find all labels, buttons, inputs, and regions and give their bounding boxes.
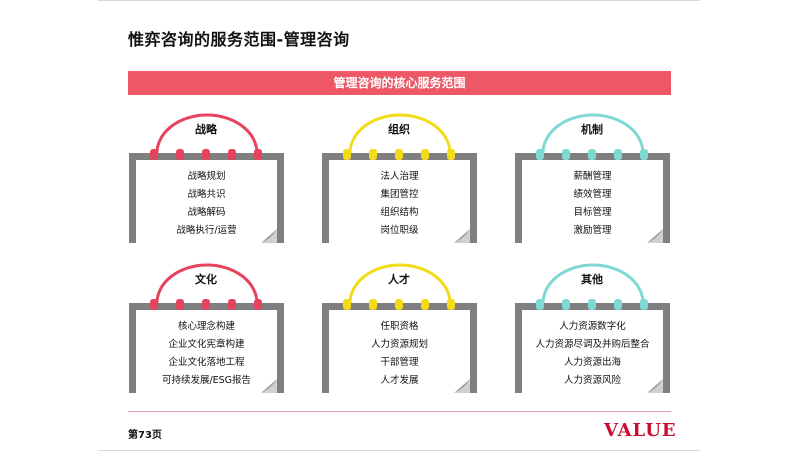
card-arch xyxy=(155,113,259,154)
card-content: 法人治理集团管控组织结构岗位职级 xyxy=(329,160,470,243)
card-item: 战略解码 xyxy=(187,207,226,218)
section-banner: 管理咨询的核心服务范围 xyxy=(128,71,671,95)
binder-pin xyxy=(176,299,184,310)
binder-pin xyxy=(447,149,455,160)
service-card: 薪酬管理绩效管理目标管理激励管理 xyxy=(515,153,670,243)
page-curl-icon xyxy=(647,229,663,243)
card-label: 人才 xyxy=(388,273,410,286)
binder-pin xyxy=(369,149,377,160)
binder-pins xyxy=(536,149,648,160)
card-item: 人力资源数字化 xyxy=(559,321,626,332)
binder-pin xyxy=(588,149,596,160)
card-arch xyxy=(155,263,259,304)
service-card: 法人治理集团管控组织结构岗位职级 xyxy=(322,153,477,243)
page-curl-icon xyxy=(454,379,470,393)
card-item: 薪酬管理 xyxy=(573,171,612,182)
card-item: 任职资格 xyxy=(380,321,419,332)
binder-pin xyxy=(536,299,544,310)
card-arch xyxy=(541,113,645,154)
binder-pin xyxy=(150,149,158,160)
binder-pins xyxy=(343,149,455,160)
binder-pin xyxy=(640,149,648,160)
card-label: 组织 xyxy=(388,123,410,136)
card-item: 企业文化落地工程 xyxy=(168,357,245,368)
card-arch xyxy=(348,263,452,304)
binder-pin xyxy=(640,299,648,310)
card-item: 可持续发展/ESG报告 xyxy=(161,375,252,386)
service-card: 战略规划战略共识战略解码战略执行/运营 xyxy=(129,153,284,243)
card-item: 人力资源风险 xyxy=(563,375,621,386)
binder-pin xyxy=(228,149,236,160)
card-content: 战略规划战略共识战略解码战略执行/运营 xyxy=(136,160,277,243)
binder-pin xyxy=(254,149,262,160)
binder-pins xyxy=(150,149,262,160)
binder-pin xyxy=(228,299,236,310)
card-item: 干部管理 xyxy=(380,357,419,368)
card-item: 战略规划 xyxy=(187,171,226,182)
binder-pin xyxy=(343,299,351,310)
card-item: 企业文化宪章构建 xyxy=(168,339,245,350)
service-card: 核心理念构建企业文化宪章构建企业文化落地工程可持续发展/ESG报告 xyxy=(129,303,284,393)
binder-pins xyxy=(150,299,262,310)
card-content: 任职资格人力资源规划干部管理人才发展 xyxy=(329,310,470,393)
binder-pin xyxy=(176,149,184,160)
service-card: 人力资源数字化人力资源尽调及并购后整合人力资源出海人力资源风险 xyxy=(515,303,670,393)
binder-pin xyxy=(588,299,596,310)
service-card: 任职资格人力资源规划干部管理人才发展 xyxy=(322,303,477,393)
page-curl-icon xyxy=(647,379,663,393)
binder-pin xyxy=(421,149,429,160)
card-content: 人力资源数字化人力资源尽调及并购后整合人力资源出海人力资源风险 xyxy=(522,310,663,393)
card-item: 核心理念构建 xyxy=(177,321,235,332)
binder-pin xyxy=(614,299,622,310)
binder-pin xyxy=(202,149,210,160)
card-item: 人力资源出海 xyxy=(563,357,621,368)
page-curl-icon xyxy=(454,229,470,243)
card-label: 战略 xyxy=(195,123,217,136)
binder-pins xyxy=(536,299,648,310)
binder-pin xyxy=(614,149,622,160)
card-item: 法人治理 xyxy=(380,171,419,182)
card-item: 绩效管理 xyxy=(573,189,612,200)
binder-pin xyxy=(395,149,403,160)
card-item: 战略执行/运营 xyxy=(176,225,237,236)
card-label: 其他 xyxy=(581,273,603,286)
card-item: 激励管理 xyxy=(573,225,612,236)
bottom-divider xyxy=(98,450,700,451)
binder-pin xyxy=(150,299,158,310)
card-item: 战略共识 xyxy=(187,189,226,200)
binder-pin xyxy=(536,149,544,160)
card-item: 人力资源尽调及并购后整合 xyxy=(535,339,650,350)
binder-pin xyxy=(254,299,262,310)
card-arch xyxy=(541,263,645,304)
card-content: 薪酬管理绩效管理目标管理激励管理 xyxy=(522,160,663,243)
card-item: 组织结构 xyxy=(380,207,419,218)
value-logo: VALUE xyxy=(604,420,677,441)
binder-pins xyxy=(343,299,455,310)
binder-pin xyxy=(562,149,570,160)
page-curl-icon xyxy=(261,229,277,243)
footer-rule xyxy=(128,411,671,412)
binder-pin xyxy=(343,149,351,160)
page-title: 惟弈咨询的服务范围-管理咨询 xyxy=(128,30,350,49)
page-number: 第73页 xyxy=(128,430,162,441)
card-content: 核心理念构建企业文化宪章构建企业文化落地工程可持续发展/ESG报告 xyxy=(136,310,277,393)
binder-pin xyxy=(202,299,210,310)
card-item: 人才发展 xyxy=(380,375,419,386)
binder-pin xyxy=(421,299,429,310)
card-label: 机制 xyxy=(581,123,603,136)
card-item: 岗位职级 xyxy=(380,225,419,236)
binder-pin xyxy=(447,299,455,310)
card-item: 人力资源规划 xyxy=(370,339,428,350)
card-item: 目标管理 xyxy=(573,207,612,218)
top-divider xyxy=(98,0,700,1)
binder-pin xyxy=(562,299,570,310)
page-curl-icon xyxy=(261,379,277,393)
binder-pin xyxy=(395,299,403,310)
card-label: 文化 xyxy=(195,273,217,286)
binder-pin xyxy=(369,299,377,310)
card-arch xyxy=(348,113,452,154)
card-item: 集团管控 xyxy=(380,189,419,200)
